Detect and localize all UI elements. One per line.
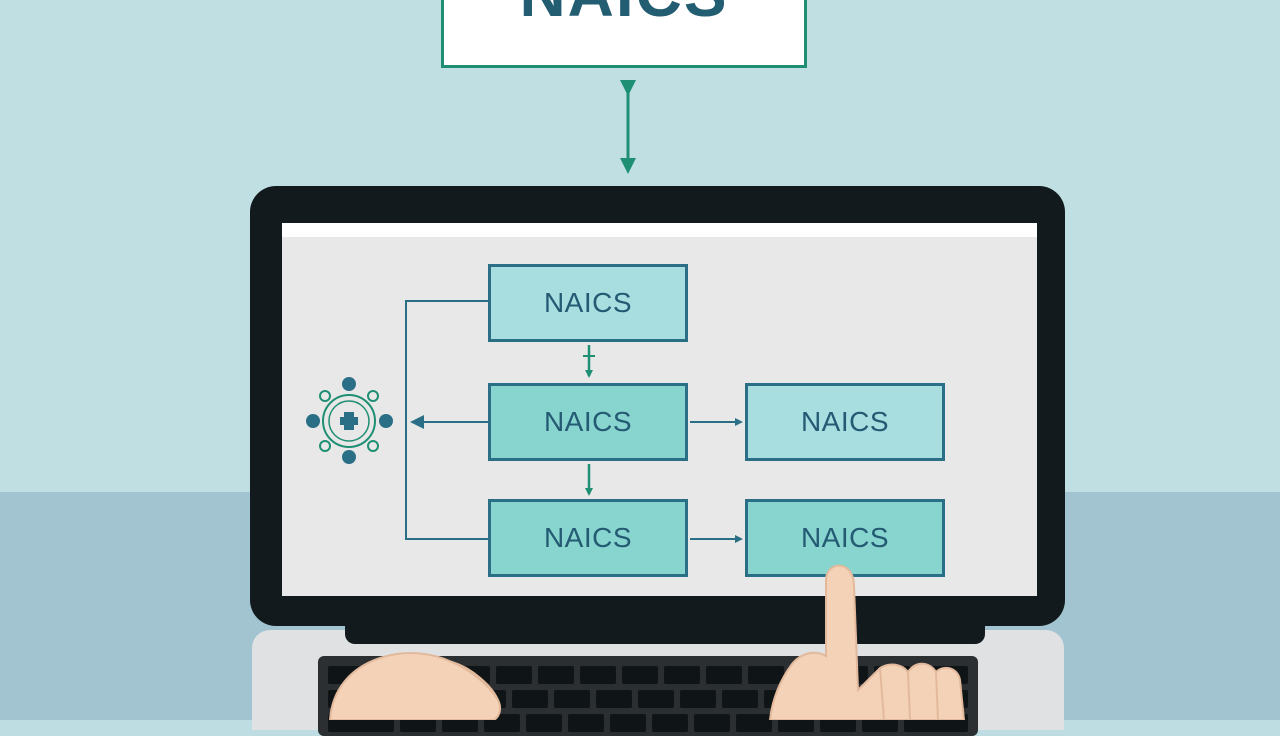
- naics-box-1[interactable]: NAICS: [488, 264, 688, 342]
- naics-box-1-label: NAICS: [543, 287, 633, 318]
- laptop-hinge: [345, 622, 985, 644]
- naics-box-5-label: NAICS: [800, 522, 890, 553]
- naics-box-5[interactable]: NAICS: [745, 499, 945, 577]
- top-card-label: NAICS: [444, 0, 804, 31]
- naics-box-2-label: NAICS: [543, 406, 633, 437]
- naics-box-4-label: NAICS: [800, 406, 890, 437]
- naics-box-4[interactable]: NAICS: [745, 383, 945, 461]
- naics-box-3-label: NAICS: [543, 522, 633, 553]
- top-naics-card: NAICS: [441, 0, 807, 68]
- keyboard: [318, 656, 978, 736]
- keyboard-keys: [328, 666, 968, 732]
- naics-box-2[interactable]: NAICS: [488, 383, 688, 461]
- naics-box-3[interactable]: NAICS: [488, 499, 688, 577]
